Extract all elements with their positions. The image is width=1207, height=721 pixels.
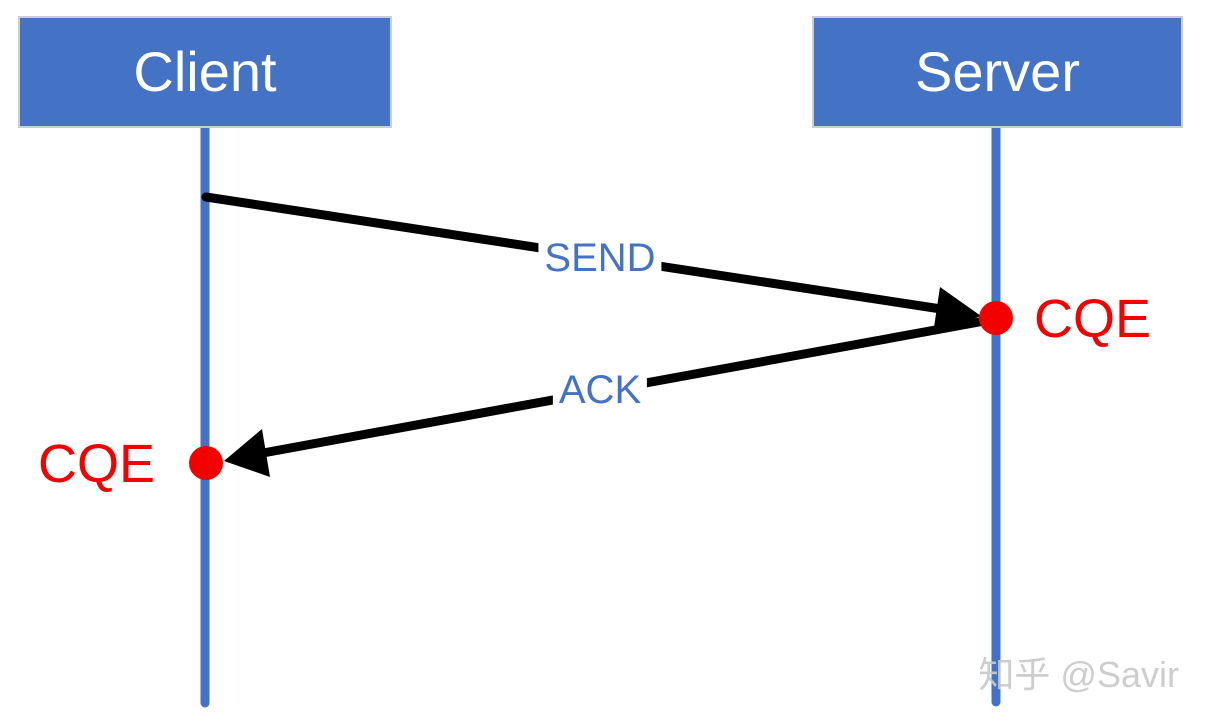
watermark: 知乎 @Savir [978, 654, 1179, 695]
ack-arrowhead-icon [224, 429, 270, 477]
server-cqe-dot-icon [979, 301, 1013, 335]
actor-label-server: Server [915, 40, 1080, 103]
message-label-ack: ACK [552, 369, 648, 411]
message-label-send: SEND [538, 237, 662, 279]
send-arrowhead-icon [933, 287, 981, 334]
client-cqe-dot-icon [189, 446, 223, 480]
server-cqe-label: CQE [1034, 289, 1152, 349]
actor-box-server: Server [812, 16, 1183, 128]
actor-label-client: Client [133, 40, 277, 103]
actor-box-client: Client [18, 16, 392, 128]
client-cqe-label: CQE [38, 434, 156, 494]
